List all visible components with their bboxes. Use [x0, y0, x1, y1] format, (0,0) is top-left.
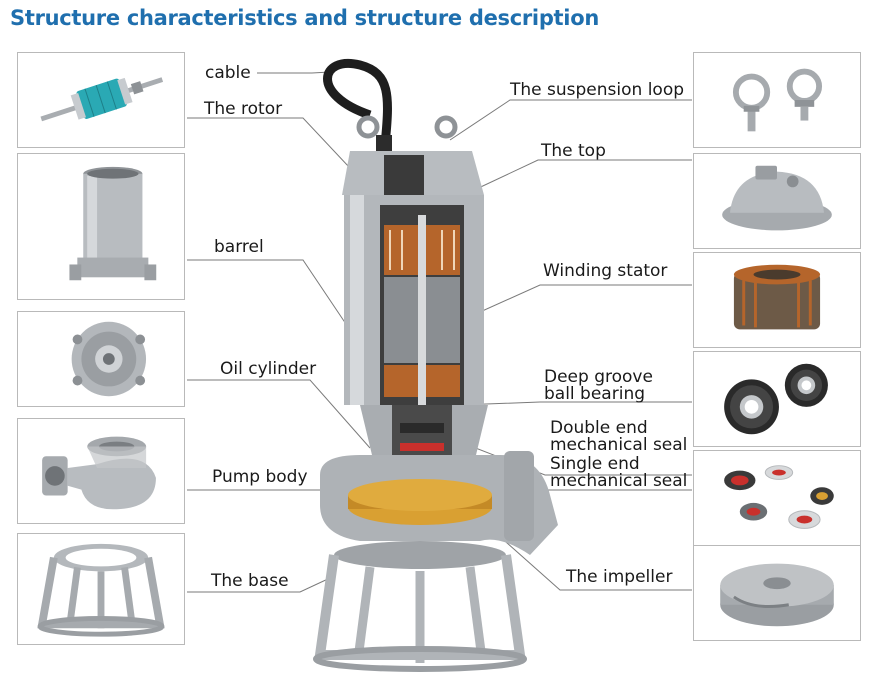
label-cable: cable — [205, 63, 251, 83]
oil-cylinder-part-icon — [71, 321, 147, 397]
label-oil-cylinder: Oil cylinder — [220, 359, 317, 379]
label-winding-stator: Winding stator — [543, 261, 668, 281]
winding-stator-box — [693, 252, 861, 348]
label-single-seal-line2: mechanical seal — [550, 471, 688, 491]
label-bearing-line2: ball bearing — [544, 384, 646, 404]
seal-box — [693, 450, 861, 546]
pump-body-box — [17, 418, 185, 524]
impeller-part-icon — [720, 563, 834, 627]
barrel-box — [17, 153, 185, 300]
top-cover-part-icon — [722, 165, 832, 231]
label-rotor: The rotor — [204, 99, 283, 119]
oil-cylinder-box — [17, 311, 185, 407]
label-suspension-loop: The suspension loop — [510, 80, 685, 100]
winding-stator-part-icon — [733, 264, 821, 330]
pump-body-part-icon — [42, 436, 156, 510]
label-barrel: barrel — [214, 237, 264, 257]
page-title: Structure characteristics and structure … — [10, 6, 599, 30]
label-single-seal-line1: Single end — [550, 454, 640, 474]
label-bearing-line1: Deep groove — [544, 367, 653, 387]
label-pump-body: Pump body — [212, 467, 308, 487]
ball-bearing-part-icon — [724, 363, 828, 435]
impeller-box — [693, 545, 861, 641]
top-cover-box — [693, 153, 861, 249]
barrel-part-icon — [69, 166, 157, 281]
label-double-seal-line1: Double end — [550, 418, 648, 438]
cable-icon — [323, 59, 392, 146]
label-double-seal-line2: mechanical seal — [550, 435, 688, 455]
base-part-icon — [37, 543, 165, 637]
base-box — [17, 533, 185, 645]
mechanical-seal-part-icon — [724, 465, 834, 529]
bearing-box — [693, 351, 861, 447]
suspension-loop-part-icon — [732, 68, 823, 132]
pump-cutaway-illustration — [313, 59, 558, 672]
label-top: The top — [541, 141, 606, 161]
rotor-part-icon — [40, 77, 164, 122]
label-base: The base — [211, 571, 289, 591]
rotor-box — [17, 52, 185, 148]
label-impeller: The impeller — [566, 567, 673, 587]
suspension-loop-box — [693, 52, 861, 148]
